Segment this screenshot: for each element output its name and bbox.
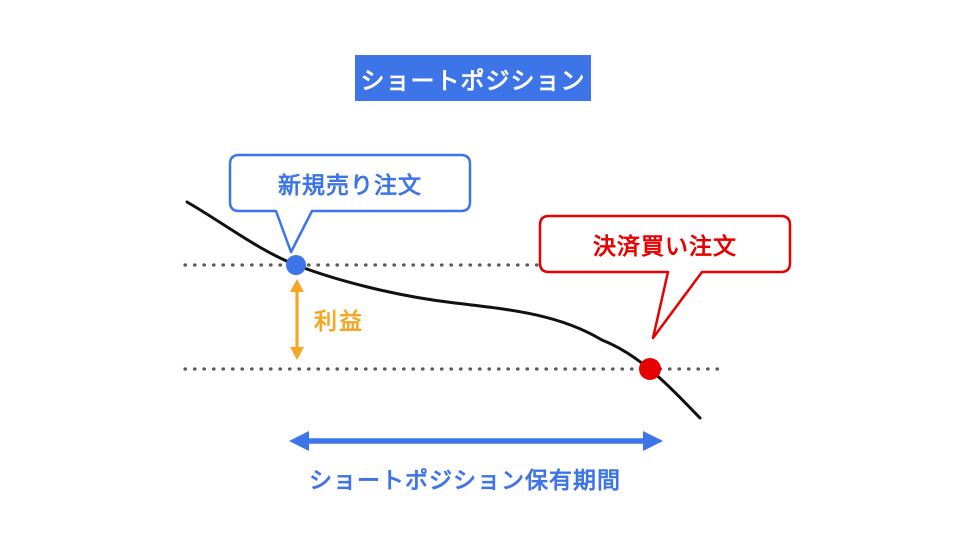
holding-period-label: ショートポジション保有期間 (309, 467, 621, 493)
profit-arrow (290, 279, 304, 360)
title-text: ショートポジション (360, 67, 586, 95)
title-box: ショートポジション (355, 55, 591, 101)
profit-label: 利益 (314, 308, 364, 334)
entry-order-label: 新規売り注文 (278, 172, 422, 198)
exit-speech-bubble (538, 214, 792, 340)
entry-speech-bubble (228, 153, 472, 254)
exit-point-dot (639, 358, 661, 380)
exit-order-label: 決済買い注文 (593, 233, 737, 259)
holding-period-arrow (289, 431, 663, 451)
entry-point-dot (286, 255, 306, 275)
price-curve (185, 200, 702, 420)
